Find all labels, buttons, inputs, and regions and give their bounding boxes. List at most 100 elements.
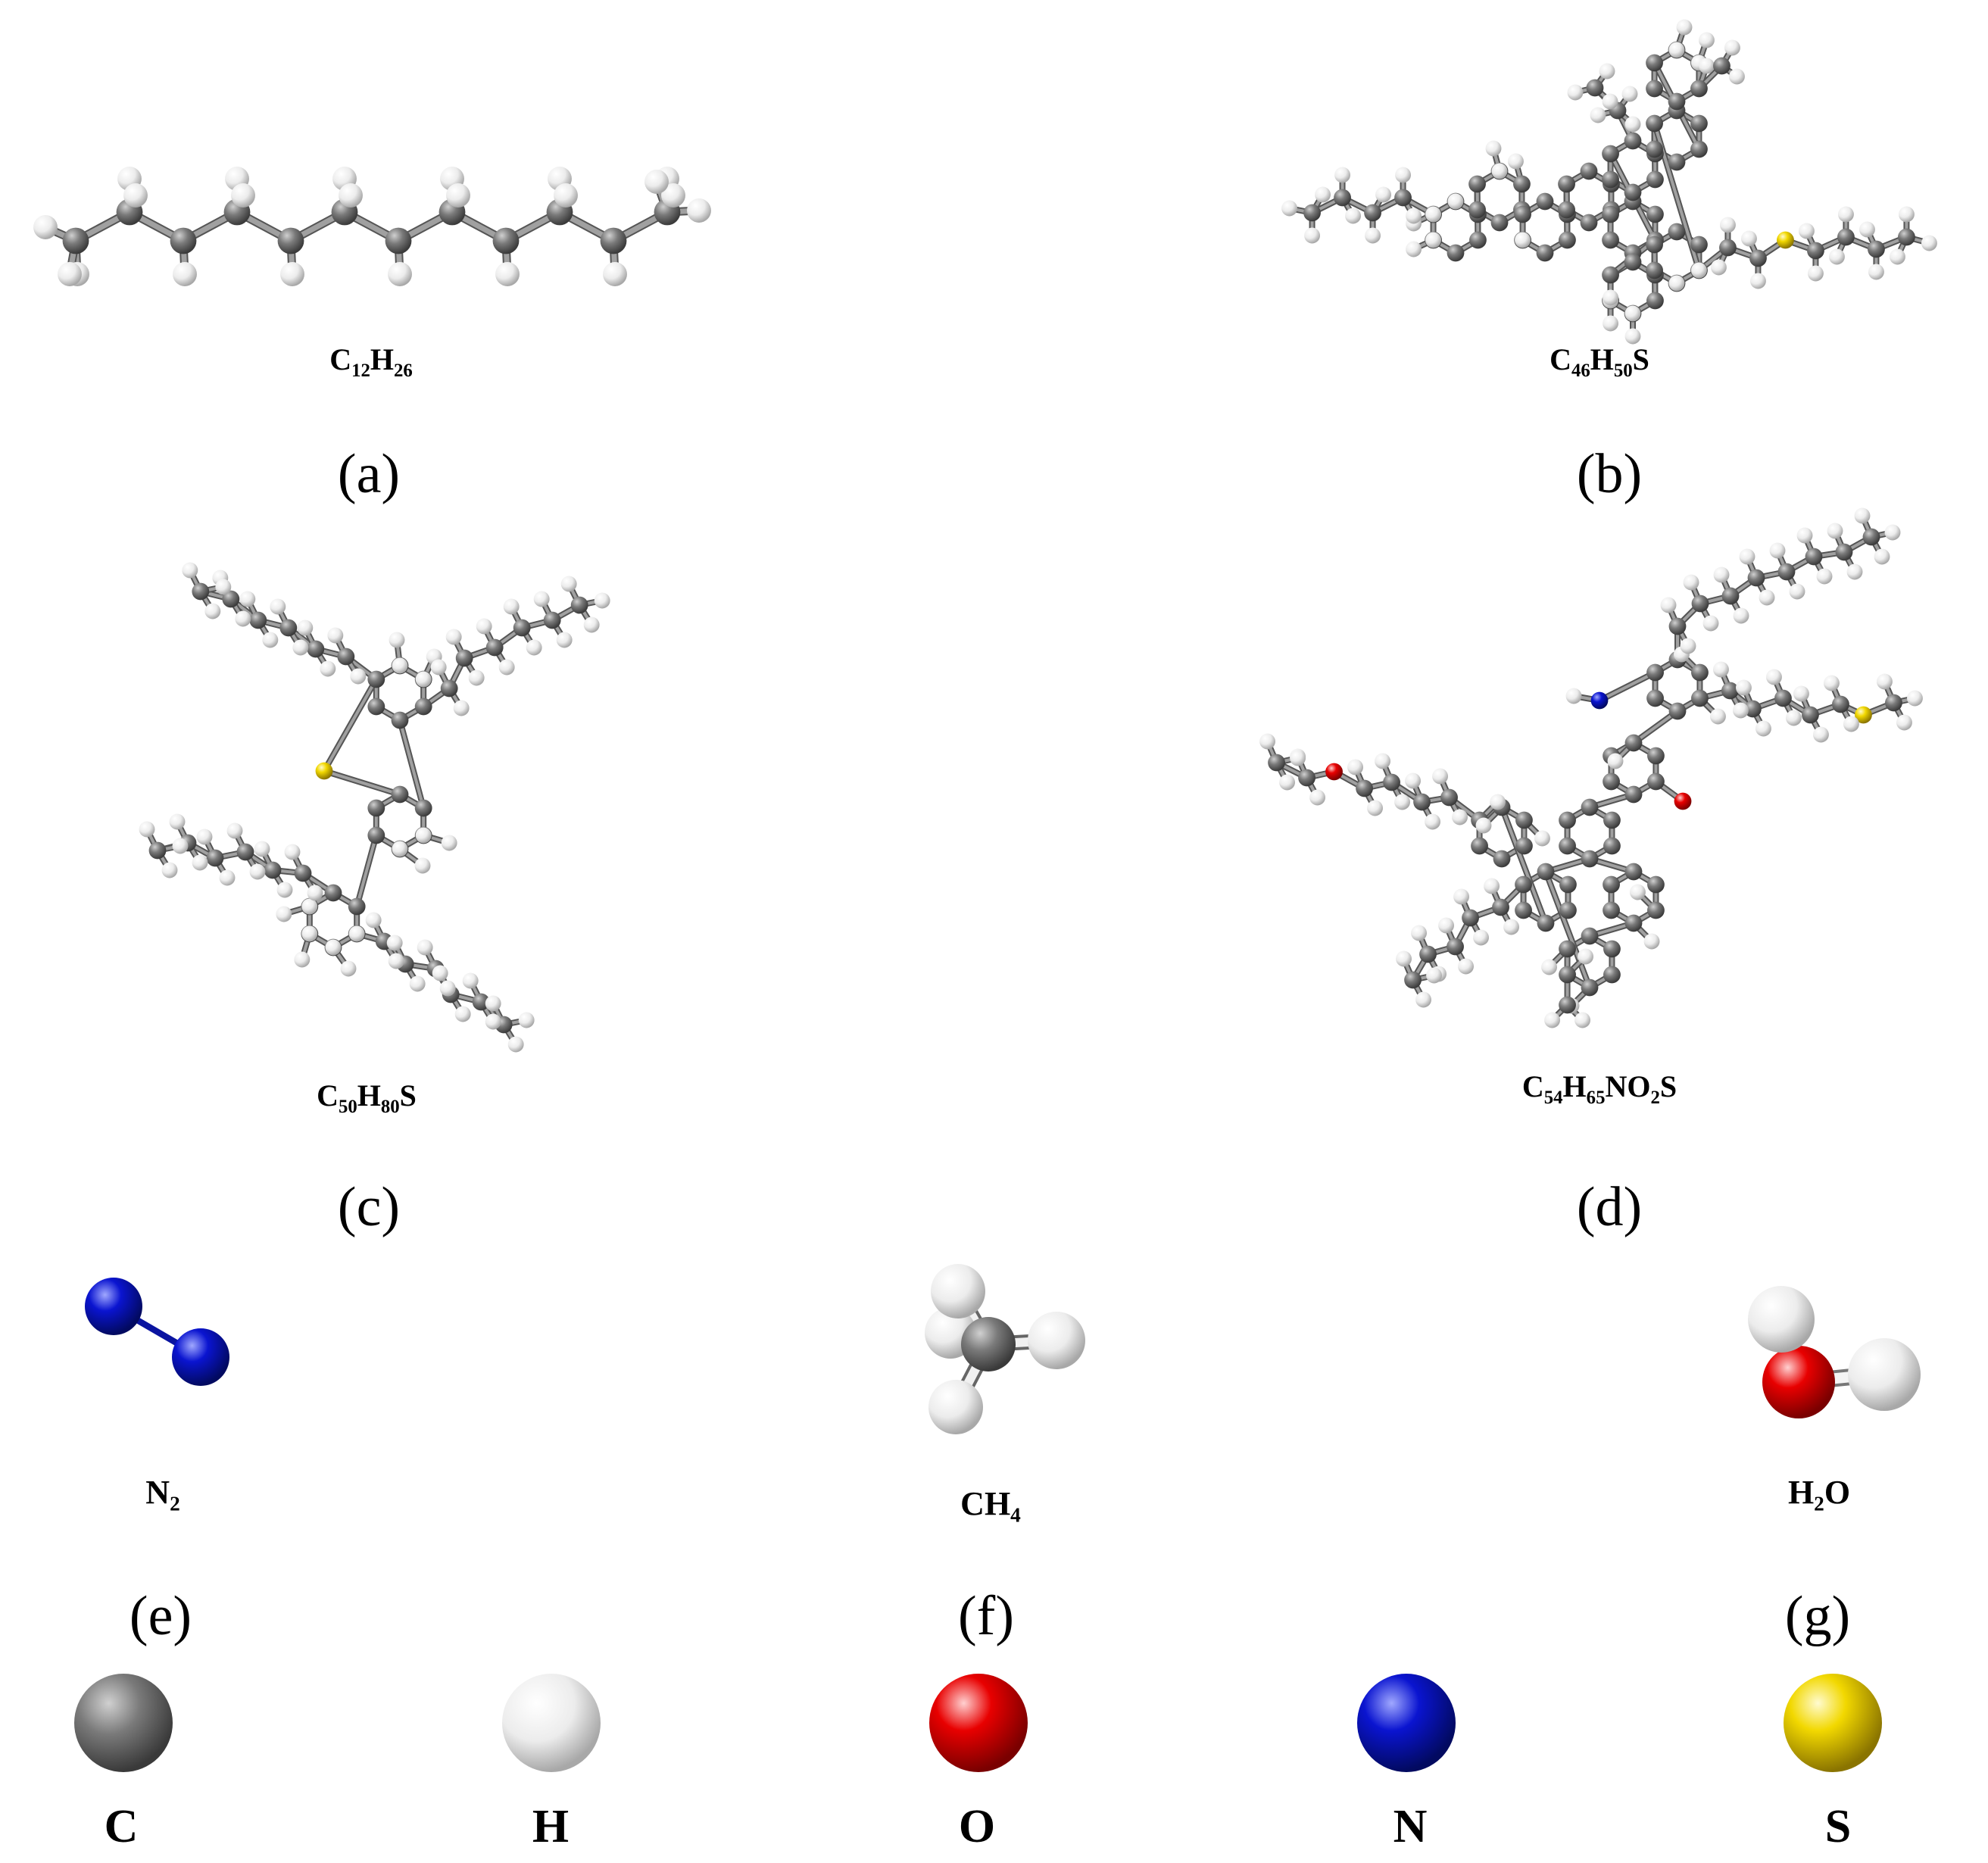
atom-c bbox=[1646, 114, 1663, 133]
atom-h bbox=[1406, 208, 1422, 224]
atom-c bbox=[1356, 779, 1373, 797]
atom-h bbox=[415, 827, 432, 844]
atom-s bbox=[1855, 706, 1872, 724]
atom-o bbox=[1325, 763, 1343, 781]
atom-c bbox=[1837, 228, 1855, 246]
atom-c bbox=[1624, 914, 1643, 932]
atom-h bbox=[1868, 264, 1884, 280]
atom-h bbox=[1846, 563, 1863, 580]
atom-layer bbox=[1259, 507, 1923, 1028]
atom-c bbox=[1559, 901, 1577, 919]
atom-layer bbox=[1281, 19, 1937, 345]
atom-c bbox=[1514, 205, 1531, 223]
atom-h bbox=[270, 598, 286, 615]
atom-c bbox=[1490, 214, 1509, 232]
atom-h bbox=[432, 965, 448, 981]
atom-h bbox=[526, 639, 542, 656]
atom-h bbox=[1490, 794, 1506, 810]
atom-c bbox=[472, 993, 490, 1011]
atom-h bbox=[192, 854, 208, 871]
atom-c bbox=[1898, 228, 1915, 246]
legend-label-nitrogen: N bbox=[1393, 1801, 1428, 1852]
atom-h bbox=[1680, 638, 1696, 654]
molecule-e-nitrogen bbox=[85, 1278, 229, 1386]
atom-h bbox=[1599, 63, 1615, 80]
atom-c bbox=[1536, 244, 1554, 262]
atom-h bbox=[1334, 167, 1351, 183]
atom-h bbox=[1304, 227, 1321, 244]
atom-h bbox=[139, 821, 155, 838]
atom-h bbox=[446, 183, 470, 208]
atom-c bbox=[1602, 145, 1619, 163]
atom-h bbox=[294, 951, 311, 968]
atom-c bbox=[385, 227, 412, 254]
atom-c bbox=[1868, 240, 1885, 258]
panel-label-b: (b) bbox=[1577, 443, 1642, 505]
atom-h bbox=[498, 659, 515, 676]
atom-h bbox=[1411, 925, 1428, 941]
atom-h bbox=[292, 639, 309, 656]
atom-h bbox=[928, 1380, 983, 1434]
atom-c bbox=[1624, 253, 1642, 271]
atom-h bbox=[1345, 208, 1362, 224]
atom-h bbox=[1827, 523, 1843, 539]
atom-c bbox=[440, 679, 458, 697]
atom-h bbox=[1889, 248, 1905, 265]
atom-c bbox=[1744, 700, 1762, 718]
atom-c bbox=[1668, 92, 1686, 111]
panel-label-e: (e) bbox=[130, 1585, 192, 1647]
molecule-b-aromatic-sulfide bbox=[1281, 19, 1937, 345]
atom-c bbox=[279, 619, 298, 637]
atom-c bbox=[1334, 189, 1351, 207]
legend-carbon-atom bbox=[74, 1674, 173, 1772]
atom-c bbox=[1624, 785, 1643, 804]
atom-h bbox=[414, 857, 431, 874]
atom-h bbox=[430, 659, 447, 676]
atom-h bbox=[454, 1006, 471, 1022]
formula-label-f: CH4 bbox=[960, 1485, 1021, 1527]
atom-c bbox=[1690, 140, 1708, 158]
atom-c bbox=[1668, 617, 1687, 635]
atom-h bbox=[1843, 716, 1859, 732]
atom-c bbox=[1471, 837, 1488, 855]
atom-h bbox=[1405, 772, 1422, 789]
atom-h bbox=[365, 912, 382, 928]
atom-c bbox=[1832, 695, 1849, 713]
atom-c bbox=[1603, 966, 1621, 984]
atom-h bbox=[348, 925, 365, 942]
atom-h bbox=[603, 262, 627, 286]
atom-c bbox=[1690, 80, 1708, 98]
atom-h bbox=[1415, 991, 1432, 1008]
atom-h bbox=[661, 183, 685, 208]
atom-h bbox=[204, 603, 221, 619]
atom-c bbox=[1581, 978, 1599, 997]
atom-h bbox=[1759, 589, 1775, 606]
atom-c bbox=[249, 611, 267, 629]
atom-c bbox=[206, 849, 224, 867]
atom-h bbox=[1603, 289, 1619, 306]
formula-label-d: C54H65NO2S bbox=[1522, 1069, 1677, 1108]
molecule-g-water bbox=[1748, 1286, 1921, 1418]
atom-c bbox=[1602, 266, 1619, 284]
atom-h bbox=[1858, 221, 1875, 238]
atom-c bbox=[1691, 689, 1709, 707]
atom-c bbox=[1862, 528, 1880, 546]
atom-c bbox=[1492, 898, 1509, 916]
atom-h bbox=[507, 1036, 524, 1053]
atom-h bbox=[495, 262, 520, 286]
atom-c bbox=[1559, 940, 1576, 958]
atom-c bbox=[492, 227, 520, 254]
atom-h bbox=[1735, 679, 1752, 696]
atom-c bbox=[222, 590, 240, 608]
atom-c bbox=[1624, 863, 1643, 881]
atom-h bbox=[1724, 39, 1740, 56]
atom-h bbox=[1749, 273, 1766, 289]
panel-label-c: (c) bbox=[338, 1176, 400, 1238]
atom-h bbox=[262, 632, 279, 648]
atom-c bbox=[1559, 966, 1576, 984]
atom-h bbox=[644, 170, 669, 194]
atom-h bbox=[1432, 768, 1449, 785]
atom-h bbox=[1702, 615, 1719, 632]
atom-c bbox=[1646, 54, 1663, 72]
